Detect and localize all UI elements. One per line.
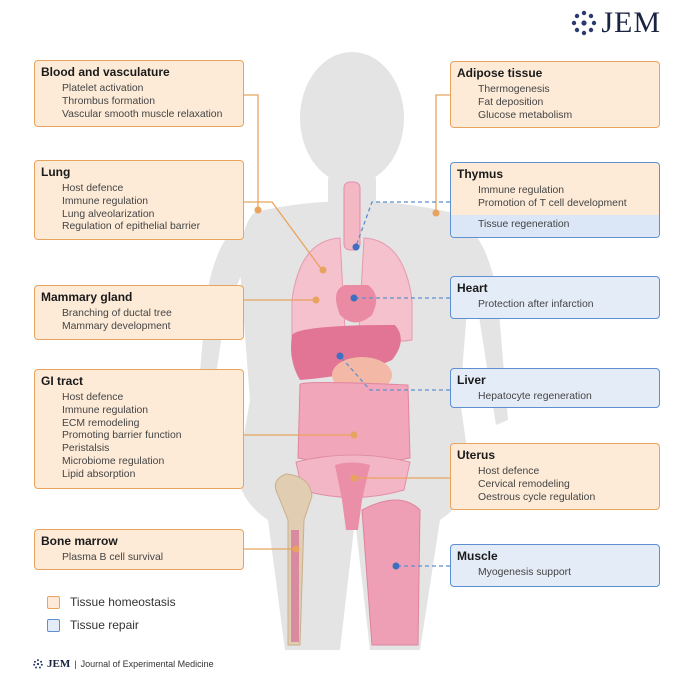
- footer-emblem-icon: [33, 659, 43, 669]
- box-bone-marrow: Bone marrow Plasma B cell survival: [34, 529, 244, 570]
- dot-adipose: [432, 209, 440, 217]
- box-item: Immune regulation: [62, 404, 149, 416]
- box-title: Uterus: [457, 448, 496, 462]
- box-title: Bone marrow: [41, 534, 118, 548]
- legend-homeostasis: Tissue homeostasis: [47, 595, 176, 609]
- box-item: Oestrous cycle regulation: [478, 491, 596, 503]
- footer-logo-text: JEM: [47, 658, 71, 670]
- uterus: [335, 462, 370, 530]
- box-item: Host defence: [478, 466, 540, 477]
- box-title: Heart: [457, 281, 488, 295]
- box-item: ECM remodeling: [62, 417, 140, 429]
- dot-heart: [350, 294, 358, 302]
- box-item: Platelet activation: [62, 83, 144, 94]
- connector-adipose: [435, 94, 450, 212]
- connector-blood: [244, 94, 259, 208]
- box-liver: Liver Hepatocyte regeneration: [450, 368, 660, 408]
- box-item: Immune regulation: [478, 185, 565, 196]
- box-title: Liver: [457, 373, 486, 387]
- box-item-repair: Tissue regeneration: [478, 219, 570, 230]
- legend-label-repair: Tissue repair: [70, 618, 139, 632]
- box-item: Branching of ductal tree: [62, 308, 172, 319]
- box-title: Lung: [41, 165, 71, 179]
- dot-blood: [254, 206, 262, 214]
- box-item: Host defence: [62, 183, 124, 194]
- box-item: Fat deposition: [478, 96, 544, 108]
- dot-lung: [319, 266, 327, 274]
- connector-thymus: [355, 201, 450, 247]
- box-title: Mammary gland: [41, 290, 133, 304]
- dot-uterus: [350, 474, 358, 482]
- box-muscle: Muscle Myogenesis support: [450, 544, 660, 587]
- box-item: Protection after infarction: [478, 299, 594, 310]
- legend-repair: Tissue repair: [47, 618, 139, 632]
- dot-muscle: [392, 562, 400, 570]
- box-blood: Blood and vasculature Platelet activatio…: [34, 60, 244, 127]
- box-item: Promotion of T cell development: [478, 197, 627, 209]
- box-item: Cervical remodeling: [478, 478, 570, 490]
- box-item: Peristalsis: [62, 443, 110, 455]
- marrow: [291, 530, 299, 642]
- box-adipose: Adipose tissue Thermogenesis Fat deposit…: [450, 61, 660, 128]
- box-item: Immune regulation: [62, 195, 149, 207]
- box-item: Lipid absorption: [62, 468, 136, 480]
- connector-liver: [339, 355, 450, 391]
- dot-bone: [292, 545, 300, 553]
- legend-swatch-homeostasis: [47, 595, 60, 609]
- box-item: Microbiome regulation: [62, 455, 165, 467]
- jem-logo: JEM: [571, 6, 661, 40]
- trachea: [343, 181, 361, 251]
- box-title: GI tract: [41, 374, 84, 388]
- box-item: Myogenesis support: [478, 567, 571, 578]
- footer: JEM | Journal of Experimental Medicine: [33, 658, 214, 670]
- thigh-muscle: [361, 499, 421, 646]
- box-item: Thermogenesis: [478, 84, 550, 95]
- box-heart: Heart Protection after infarction: [450, 276, 660, 319]
- legend-swatch-repair: [47, 618, 60, 632]
- box-item: Promoting barrier function: [62, 430, 182, 442]
- box-item: Vascular smooth muscle relaxation: [62, 108, 223, 120]
- heart: [336, 285, 377, 323]
- box-mammary: Mammary gland Branching of ductal tree M…: [34, 285, 244, 340]
- dot-mammary: [312, 296, 320, 304]
- footer-journal-name: Journal of Experimental Medicine: [80, 659, 214, 669]
- box-item: Hepatocyte regeneration: [478, 391, 592, 402]
- box-gi: GI tract Host defence Immune regulation …: [34, 369, 244, 489]
- box-item: Thrombus formation: [62, 95, 155, 107]
- box-title: Blood and vasculature: [41, 65, 170, 79]
- box-item: Mammary development: [62, 320, 171, 332]
- legend-label-homeostasis: Tissue homeostasis: [70, 595, 176, 609]
- box-title: Muscle: [457, 549, 498, 563]
- box-title: Adipose tissue: [457, 66, 543, 80]
- dot-thymus: [352, 243, 360, 251]
- jem-logo-text: JEM: [601, 6, 661, 39]
- footer-divider: |: [74, 659, 77, 669]
- box-uterus: Uterus Host defence Cervical remodeling …: [450, 443, 660, 510]
- repair-band: Tissue regeneration: [451, 215, 659, 237]
- box-item: Regulation of epithelial barrier: [62, 221, 201, 233]
- dot-liver: [336, 352, 344, 360]
- dot-gi: [350, 431, 358, 439]
- box-lung: Lung Host defence Immune regulation Lung…: [34, 160, 244, 240]
- box-item: Host defence: [62, 392, 124, 403]
- box-item: Plasma B cell survival: [62, 552, 164, 563]
- box-item: Lung alveolarization: [62, 208, 155, 220]
- box-title: Thymus: [457, 167, 504, 181]
- box-item: Glucose metabolism: [478, 109, 573, 121]
- jem-logo-emblem-icon: [572, 10, 597, 36]
- box-thymus: Thymus Immune regulation Promotion of T …: [450, 162, 660, 238]
- connector-lung: [244, 201, 323, 271]
